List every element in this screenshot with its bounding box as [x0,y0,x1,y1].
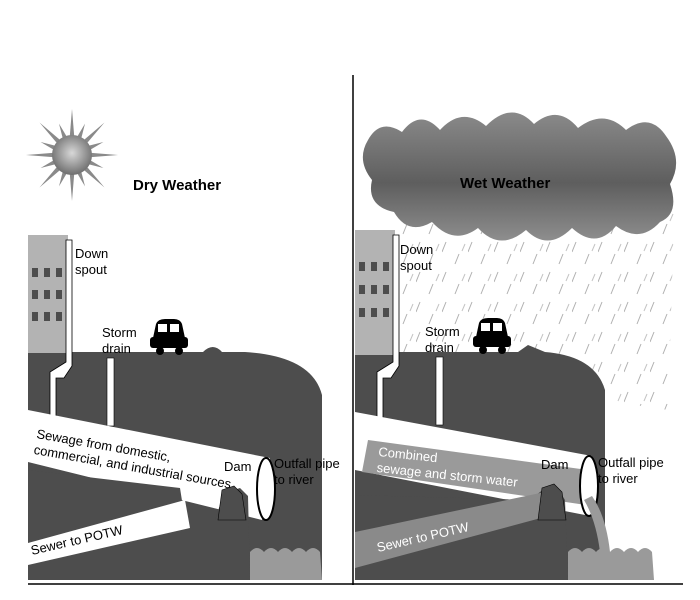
dry-storm-drain-label: Storm drain [102,325,140,356]
overflow-stream [584,496,610,552]
sewer-pipe [28,410,270,520]
combined-flow [362,440,588,505]
wet-sewer-to-potw-pipe [355,492,552,568]
wet-weather-title: Wet Weather [460,175,550,192]
wet-dam [537,483,567,521]
sun-ray [69,109,75,138]
sun-ray [89,152,118,158]
dry-outfall-label: Outfall pipe to river [274,456,343,487]
sun-ray [40,142,57,151]
sun-ray [39,122,61,144]
sun-ray [40,159,57,168]
dry-dam-label: Dam [224,459,251,474]
dry-weather-title: Dry Weather [133,177,221,194]
sun-ray [76,170,85,187]
dam [217,485,247,521]
sun-ray [87,159,104,168]
car-icon [150,319,188,355]
dry-downspout-label: Down spout [75,246,112,277]
sun-ray [87,142,104,151]
storm-drain-pipe [106,357,115,427]
sun-ray [39,166,61,188]
sun-ray [59,123,68,140]
sun-ray [26,152,55,158]
sun-ray [83,122,105,144]
wet-car-icon [473,318,511,354]
sun-icon [26,109,118,201]
sewer-to-potw-pipe [28,500,190,565]
sun-ray [69,172,75,201]
river [250,548,322,580]
wet-river [568,548,654,580]
cloud-icon [362,112,677,241]
wet-dam-label: Dam [541,457,568,472]
sun-ray [59,170,68,187]
sun-ray [76,123,85,140]
wet-storm-drain-label: Storm drain [425,324,463,355]
wet-weather-panel: Wet Weather [355,112,677,580]
outfall-pipe-end [256,457,276,521]
dry-weather-panel: Dry Weather [26,109,343,580]
wet-storm-drain-pipe [435,356,444,426]
building-windows [32,268,62,321]
wet-outfall-label: Outfall pipe to river [598,455,667,486]
wet-building-windows [359,262,389,317]
sun-ray [83,166,105,188]
wet-downspout-label: Down spout [400,242,437,273]
